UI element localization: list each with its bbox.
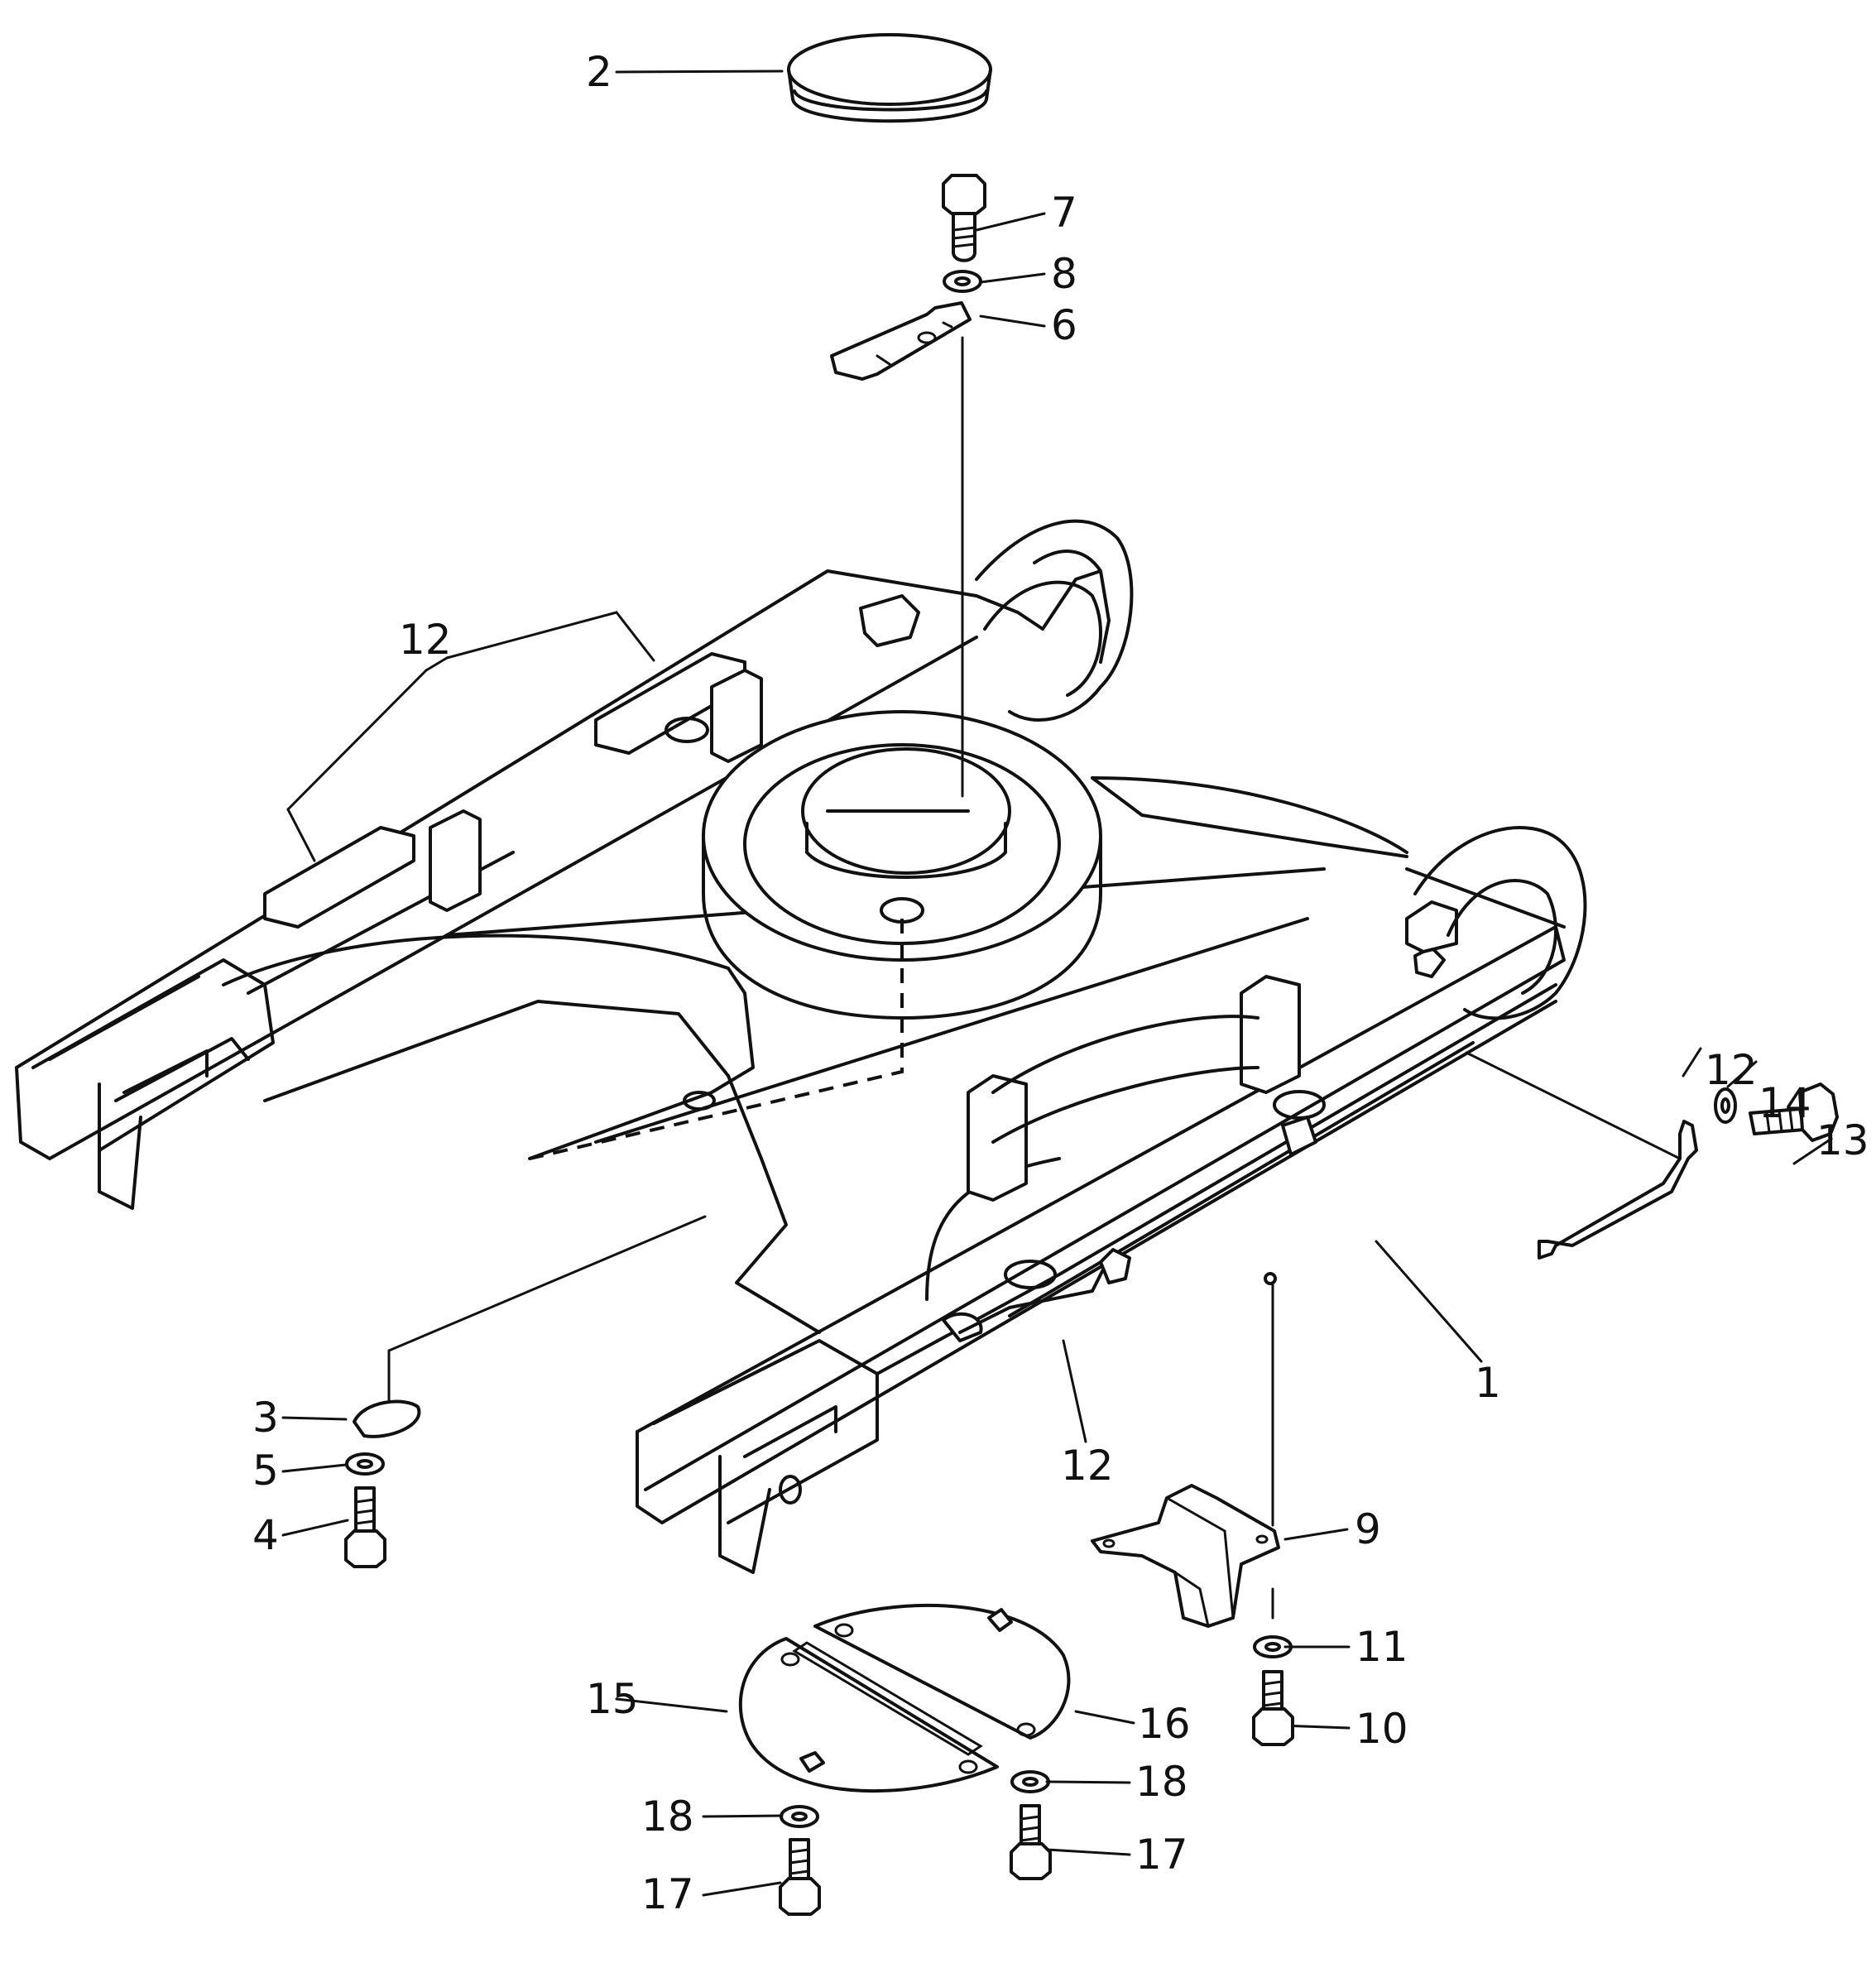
clamp-part-12 (1538, 1120, 1698, 1260)
callout-4: 4 (252, 1511, 279, 1559)
plate-part-6 (830, 301, 972, 381)
callout-17-right: 17 (1135, 1831, 1188, 1879)
washer-part-5 (345, 1452, 385, 1476)
bolt-part-13 (1749, 1082, 1839, 1142)
track-frame (15, 519, 1587, 1574)
callout-9: 9 (1355, 1505, 1381, 1553)
callout-16: 16 (1138, 1700, 1191, 1748)
callout-8: 8 (1051, 250, 1077, 298)
callout-13: 13 (1816, 1116, 1869, 1164)
callout-2: 2 (586, 48, 612, 96)
washer-part-14 (1714, 1087, 1737, 1124)
washer-part-18-left (780, 1805, 819, 1828)
callout-1: 1 (1475, 1359, 1501, 1407)
callout-12-right: 12 (1705, 1046, 1758, 1094)
callout-5: 5 (252, 1447, 279, 1495)
bolt-part-10 (1252, 1670, 1294, 1746)
callout-15: 15 (586, 1675, 639, 1723)
bolt-part-4 (344, 1486, 386, 1568)
callout-12-bottom: 12 (1061, 1442, 1114, 1490)
callout-6: 6 (1051, 301, 1077, 349)
washer-part-8 (943, 270, 982, 293)
callout-14: 14 (1758, 1079, 1811, 1127)
callout-7: 7 (1051, 189, 1077, 237)
washer-part-18-right (1010, 1770, 1050, 1793)
under-cover-part-15 (738, 1637, 999, 1793)
callout-17-left: 17 (641, 1870, 694, 1918)
under-cover-part-16 (813, 1603, 1071, 1740)
callout-11: 11 (1355, 1623, 1408, 1671)
callout-3: 3 (252, 1394, 279, 1442)
callout-12-top: 12 (399, 616, 452, 664)
bolt-part-17-right (1010, 1804, 1052, 1880)
callout-18-right: 18 (1135, 1758, 1188, 1806)
leader-lines (281, 70, 1833, 1897)
washer-part-11 (1253, 1635, 1293, 1658)
callout-18-left: 18 (641, 1793, 694, 1841)
bracket-part-9 (1091, 1484, 1280, 1628)
cover-plate-part-3 (353, 1399, 421, 1438)
callout-labels: 2 7 8 6 12 12 14 13 1 12 3 5 4 9 11 10 1… (252, 48, 1869, 1918)
callout-10: 10 (1355, 1705, 1408, 1753)
ring-seal-part (787, 33, 992, 123)
bolt-part-17-left (779, 1838, 821, 1916)
bolt-part-7 (942, 174, 986, 262)
